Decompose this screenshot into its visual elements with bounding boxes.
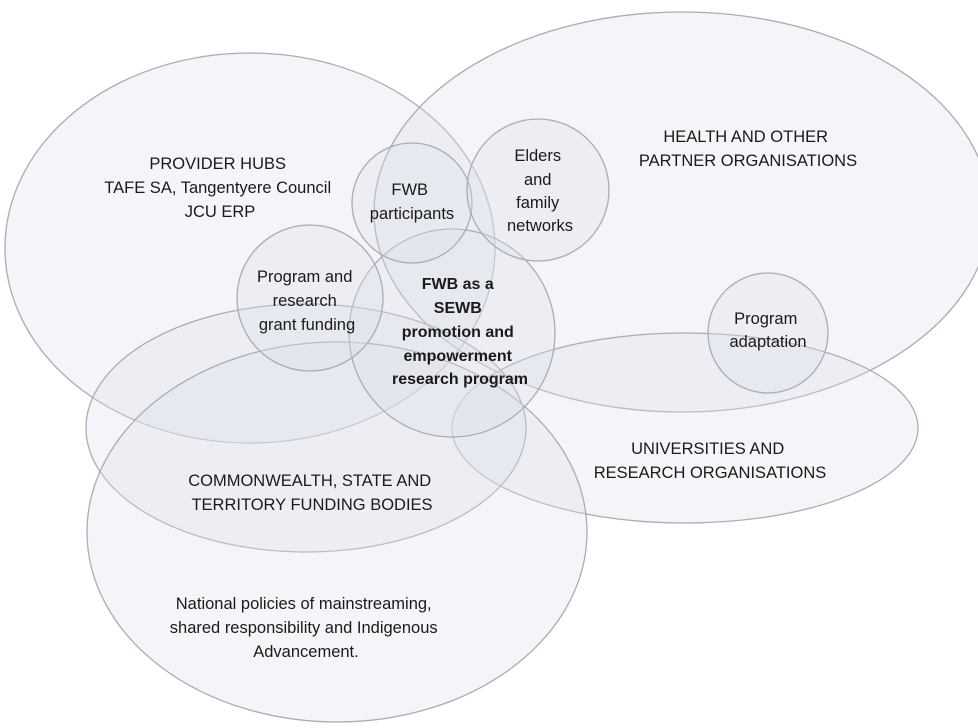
provider-hubs-label: PROVIDER HUBS TAFE SA, Tangentyere Counc… (104, 155, 335, 221)
health-partners-ellipse (373, 11, 978, 413)
grant-funding-label: Program and research grant funding (257, 268, 357, 334)
fwb-core-label: FWB as a SEWB promotion and empowerment … (392, 276, 528, 388)
universities-label: UNIVERSITIES AND RESEARCH ORGANISATIONS (594, 440, 827, 482)
grant-funding-circle (236, 224, 384, 372)
health-partners-label: HEALTH AND OTHER PARTNER ORGANISATIONS (639, 128, 857, 170)
fwb-participants-label: FWB participants (370, 181, 454, 223)
program-adaptation-circle (707, 272, 829, 394)
elders-label: Elders and family networks (507, 147, 573, 235)
funding-bodies-label: COMMONWEALTH, STATE AND TERRITORY FUNDIN… (188, 472, 436, 514)
national-policies-label: National policies of mainstreaming, shar… (170, 595, 442, 661)
elders-circle (466, 118, 610, 262)
universities-ellipse (451, 332, 919, 524)
fwb-participants-circle (351, 142, 473, 264)
fwb-core-circle (348, 228, 556, 438)
program-adaptation-label: Program adaptation (729, 310, 806, 351)
provider-hubs-ellipse (4, 52, 496, 444)
funding-bodies-ellipse (85, 303, 527, 553)
